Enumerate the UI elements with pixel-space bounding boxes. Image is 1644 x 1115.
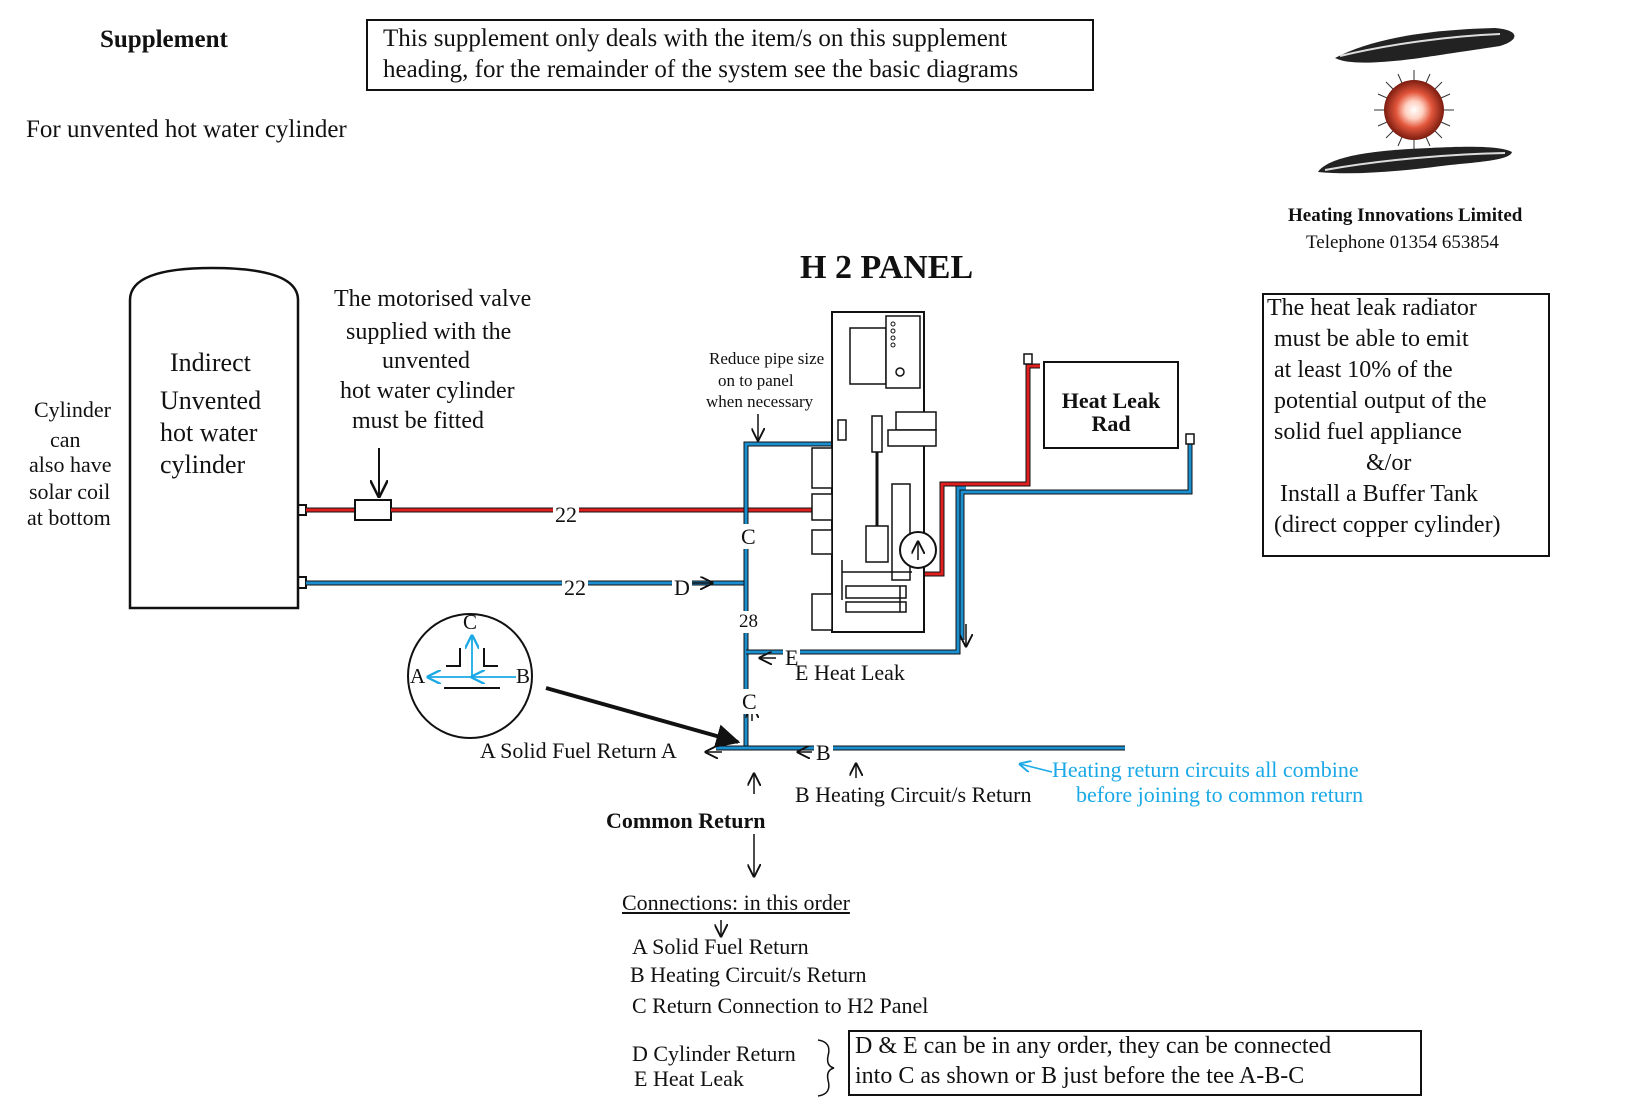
heat-leak-rad-label-2: Rad	[1091, 411, 1131, 436]
heating-combine-note-1: Heating return circuits all combine	[1052, 757, 1359, 782]
heat-leak-note-2: must be able to emit	[1274, 326, 1469, 352]
company-name: Heating Innovations Limited	[1288, 205, 1523, 226]
tee-label-b: B	[516, 664, 531, 688]
cylinder-label-2: Unvented	[160, 386, 262, 415]
valve-note-3: unvented	[382, 348, 470, 374]
common-return-label: Common Return	[606, 808, 766, 833]
valve-note-5: must be fitted	[352, 408, 484, 434]
scope-notice-line-2: heading, for the remainder of the system…	[383, 56, 1019, 83]
tee-detail-pointer	[545, 686, 741, 748]
tee-inset	[407, 613, 533, 739]
label-e: E	[783, 645, 801, 671]
connection-item-b: B Heating Circuit/s Return	[630, 962, 867, 987]
heat-leak-note-3: at least 10% of the	[1274, 357, 1453, 383]
connection-item-c: C Return Connection to H2 Panel	[632, 993, 929, 1018]
solar-note-4: solar coil	[29, 479, 111, 504]
heat-leak-note-4: potential output of the	[1274, 388, 1487, 414]
label-d: D	[672, 575, 692, 601]
valve-note-1: The motorised valve	[334, 286, 532, 312]
heat-leak-note-1: The heat leak radiator	[1267, 295, 1477, 321]
h2-panel	[811, 311, 937, 633]
heat-leak-note-8: (direct copper cylinder)	[1274, 512, 1501, 538]
tee-label-c: C	[463, 610, 478, 634]
solar-note-5: at bottom	[27, 505, 111, 530]
e-heat-leak-label: E Heat Leak	[795, 660, 905, 685]
d-e-order-note: D & E can be in any order, they can be c…	[848, 1030, 1422, 1096]
connection-item-d: D Cylinder Return	[632, 1041, 796, 1066]
label-c-lower: C	[740, 689, 759, 715]
reduce-note-3: when necessary	[706, 392, 814, 411]
solar-note-3: also have	[29, 452, 112, 477]
label-c-upper: C	[739, 524, 758, 550]
connection-item-e: E Heat Leak	[634, 1066, 744, 1091]
d-e-note-line-1: D & E can be in any order, they can be c…	[855, 1033, 1332, 1059]
upper-hand-shape	[1335, 28, 1515, 63]
heat-leak-radiator	[1043, 361, 1179, 449]
heat-leak-note-5: solid fuel appliance	[1274, 419, 1462, 445]
cylinder-label-3: hot water	[160, 418, 258, 447]
reduce-note-2: on to panel	[718, 371, 794, 390]
valve-note-4: hot water cylinder	[340, 378, 515, 404]
scope-notice-line-1: This supplement only deals with the item…	[383, 25, 1008, 52]
company-phone: Telephone 01354 653854	[1306, 232, 1499, 253]
panel-title: H 2 PANEL	[800, 249, 974, 286]
cylinder-body	[128, 266, 300, 610]
connections-heading: Connections: in this order	[622, 890, 850, 915]
d-e-note-line-2: into C as shown or B just before the tee…	[855, 1063, 1305, 1089]
motorised-valve	[354, 499, 392, 521]
tee-label-a: A	[410, 664, 426, 688]
heat-leak-note-6: &/or	[1366, 450, 1412, 476]
heat-leak-rad-label-1: Heat Leak	[1061, 388, 1161, 413]
lower-hand-shape	[1318, 146, 1512, 174]
heat-leak-note-box: The heat leak radiator must be able to e…	[1262, 293, 1550, 557]
cylinder-label-1: Indirect	[170, 348, 251, 377]
scope-notice: This supplement only deals with the item…	[366, 19, 1094, 91]
connection-item-a: A Solid Fuel Return	[632, 934, 809, 959]
cylinder-label-4: cylinder	[160, 450, 246, 479]
supplement-title: Supplement	[100, 26, 228, 53]
sun-between-hands-logo	[1318, 28, 1515, 174]
solar-note-1: Cylinder	[34, 397, 111, 422]
return-pipe-size: 22	[562, 575, 588, 601]
heating-combine-note-2: before joining to common return	[1076, 782, 1364, 807]
heat-leak-note-7: Install a Buffer Tank	[1280, 481, 1479, 507]
reduce-note-1: Reduce pipe size	[709, 349, 825, 368]
curly-brace	[817, 1039, 835, 1097]
sun	[1384, 80, 1444, 140]
solid-fuel-return-label: A Solid Fuel Return A	[480, 738, 677, 763]
riser-pipe-size: 28	[737, 611, 760, 633]
page-subtitle: For unvented hot water cylinder	[26, 116, 347, 143]
solar-note-2: can	[50, 427, 81, 452]
label-b: B	[814, 740, 833, 766]
heating-circuit-return-label: B Heating Circuit/s Return	[795, 782, 1032, 807]
flow-pipe-size: 22	[553, 502, 579, 528]
valve-note-2: supplied with the	[346, 319, 512, 345]
